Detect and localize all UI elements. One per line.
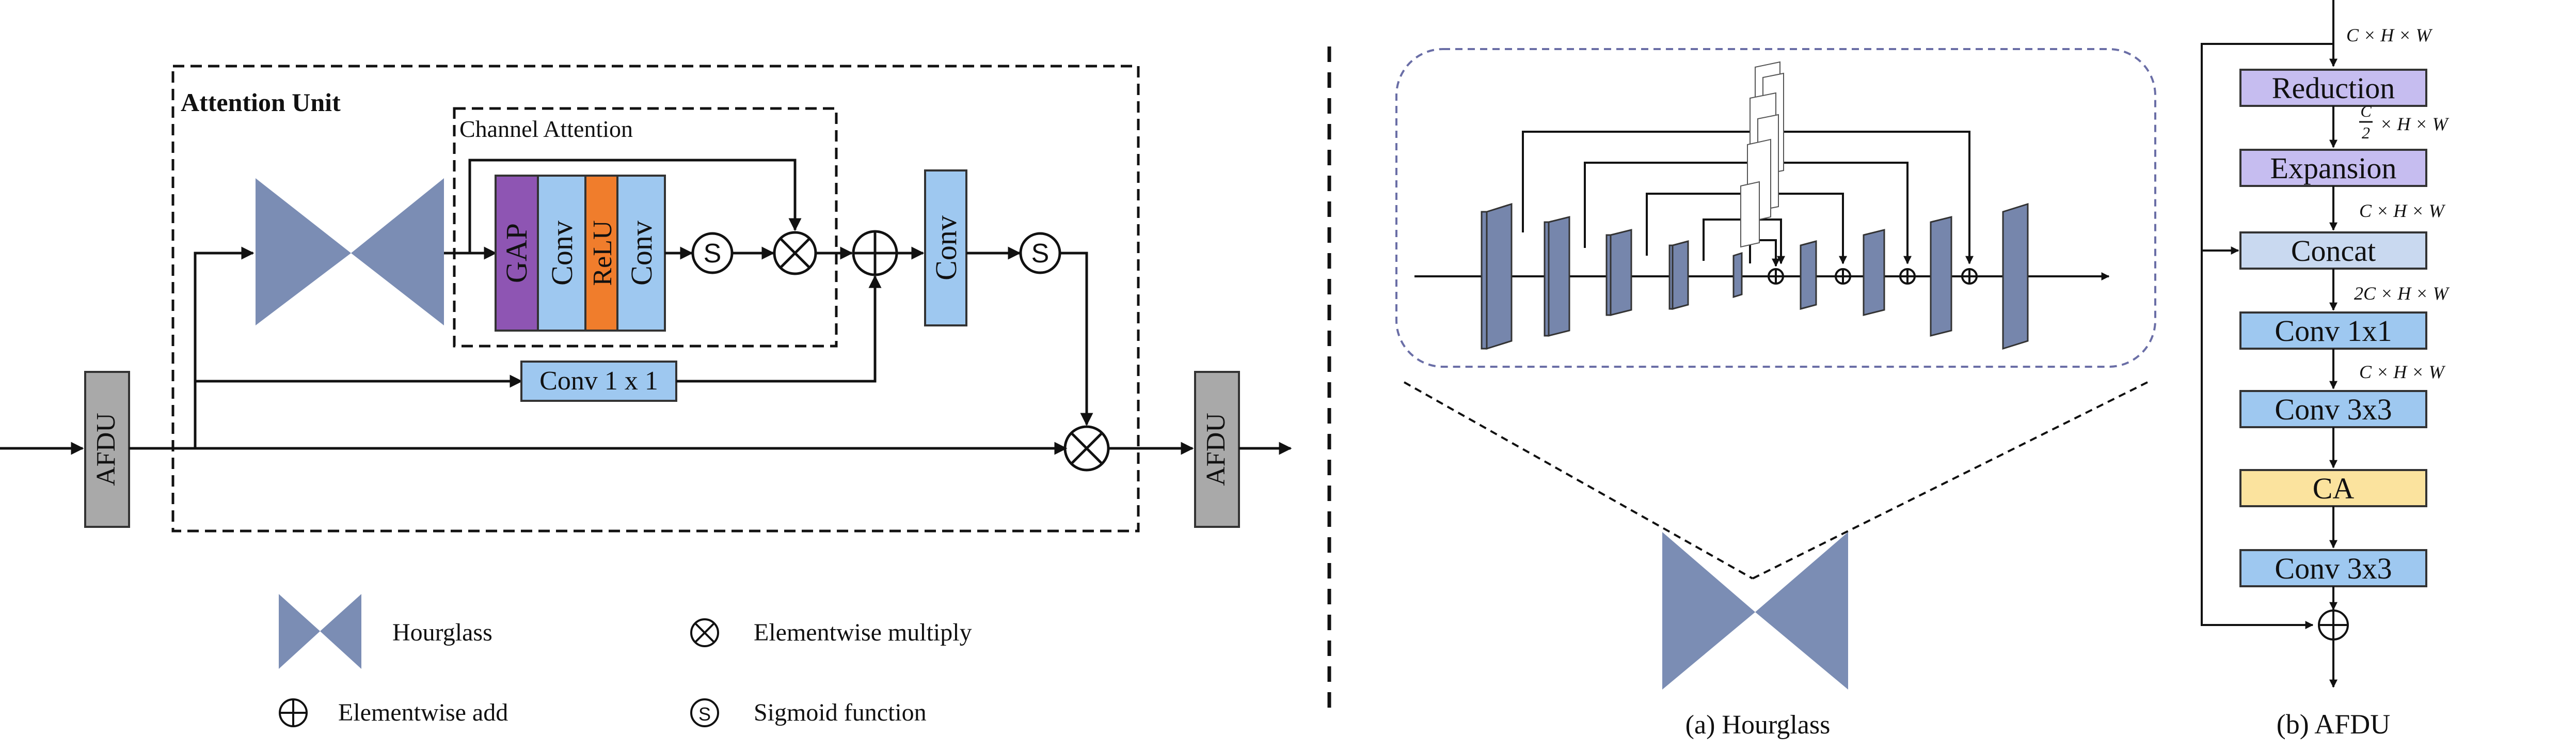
conv1x1-block xyxy=(520,361,677,402)
afdu-panel: C × H × W Reduction C 2 × H × W Expansio… xyxy=(2201,0,2450,740)
legend-hourglass-label: Hourglass xyxy=(392,619,492,646)
reduction-block xyxy=(2239,69,2427,107)
conv-out-label: Conv xyxy=(929,215,963,280)
attention-unit-box xyxy=(171,65,1140,533)
legend-hourglass-icon xyxy=(279,594,320,669)
bottleneck-block xyxy=(1732,252,1743,299)
dim-label-1-num: C xyxy=(2360,102,2372,120)
dim-label-1-den: 2 xyxy=(2362,123,2370,142)
legend-sigmoid-symbol: S xyxy=(698,704,711,725)
expansion-label: Expansion xyxy=(2270,151,2397,185)
legend-sigmoid-label: Sigmoid function xyxy=(754,699,927,726)
bottleneck-tower xyxy=(1740,61,1784,248)
conv1x1-label: Conv 1 x 1 xyxy=(539,366,658,396)
decoder-block-4 xyxy=(2002,202,2029,350)
legend-multiply-label: Elementwise multiply xyxy=(754,619,972,646)
gap-label: GAP xyxy=(500,223,533,283)
attention-unit-title: Attention Unit xyxy=(181,88,341,117)
afdu-caption: (b) AFDU xyxy=(2277,709,2391,740)
decoder-block-3 xyxy=(1930,216,1952,337)
hourglass-zoom-box xyxy=(1395,48,2156,368)
dim-label-4: C × H × W xyxy=(2359,362,2446,382)
encoder-block-2 xyxy=(1544,216,1570,337)
hourglass-caption: (a) Hourglass xyxy=(1685,710,1831,740)
encoder-block-1 xyxy=(1481,202,1513,350)
hourglass-panel: (a) Hourglass xyxy=(1395,48,2156,740)
dim-label-1: C 2 × H × W xyxy=(2359,102,2450,142)
sigmoid-symbol-2: S xyxy=(1031,239,1050,269)
ca-block xyxy=(2239,469,2427,507)
attention-unit-panel: Attention Unit Channel Attention AFDU GA… xyxy=(0,65,1292,727)
decoder-block-2 xyxy=(1863,229,1885,316)
conv1x1-afdu-label: Conv 1x1 xyxy=(2275,314,2392,348)
legend-add-label: Elementwise add xyxy=(338,699,508,726)
dim-label-1-rest: × H × W xyxy=(2380,114,2450,134)
reduction-label: Reduction xyxy=(2272,71,2395,105)
conv3x3-b-label: Conv 3x3 xyxy=(2275,552,2392,585)
dim-label-0: C × H × W xyxy=(2346,25,2433,45)
gap-block xyxy=(495,175,539,332)
afdu-output-block xyxy=(1194,371,1240,528)
conv3x3-a-label: Conv 3x3 xyxy=(2275,393,2392,426)
hourglass-shape xyxy=(256,178,351,325)
conv-b-label: Conv xyxy=(625,221,658,286)
hourglass-add-nodes xyxy=(1768,268,1978,285)
legend-sigmoid-icon xyxy=(690,698,719,727)
legend-multiply-icon xyxy=(690,618,719,647)
ca-label: CA xyxy=(2313,472,2355,505)
conv-a-label: Conv xyxy=(545,221,579,286)
channel-attention-box xyxy=(453,107,838,348)
sigmoid-symbol-1: S xyxy=(704,239,722,269)
expansion-block xyxy=(2239,149,2427,187)
relu-block xyxy=(584,175,618,332)
dim-label-3: 2C × H × W xyxy=(2354,283,2450,304)
legend: Hourglass Elementwise multiply Elementwi… xyxy=(279,594,972,727)
conv-b-block xyxy=(616,175,666,332)
hourglass-large-icon xyxy=(1662,532,1755,690)
encoder-block-3 xyxy=(1605,229,1632,316)
conv1x1-afdu-block xyxy=(2239,311,2427,350)
conv-out-block xyxy=(924,169,967,326)
encoder-block-4 xyxy=(1668,240,1689,310)
decoder-block-1 xyxy=(1800,240,1817,310)
afdu-input-label: AFDU xyxy=(91,413,121,486)
dim-label-2: C × H × W xyxy=(2359,200,2446,221)
channel-attention-title: Channel Attention xyxy=(459,116,633,142)
concat-block xyxy=(2239,231,2427,270)
afdu-input-block xyxy=(84,371,130,528)
concat-label: Concat xyxy=(2291,234,2376,268)
relu-label: ReLU xyxy=(588,220,617,286)
afdu-output-label: AFDU xyxy=(1201,413,1231,486)
